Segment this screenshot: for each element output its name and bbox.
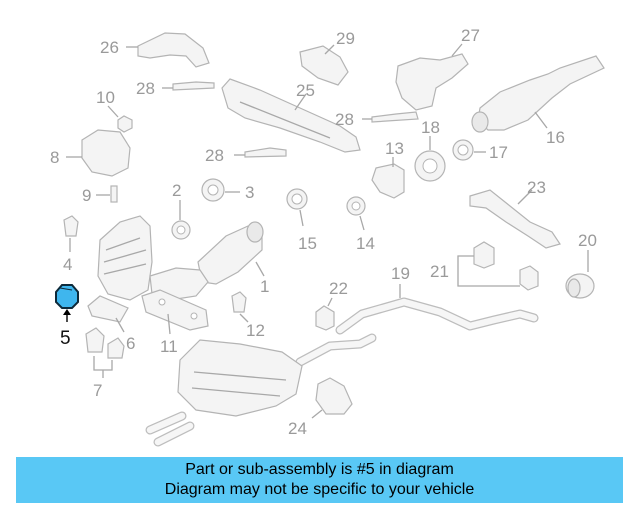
part-23-shield[interactable] [469, 189, 561, 249]
callout-28-a: 28 [136, 79, 155, 98]
part-3-gasket[interactable] [201, 178, 240, 202]
part-14-gasket[interactable] [346, 196, 366, 231]
callout-19: 19 [391, 264, 410, 283]
part-27-shield[interactable] [395, 43, 469, 111]
callout-27: 27 [461, 26, 480, 45]
part-rear-muffler[interactable] [145, 339, 303, 447]
part-6-gasket-plate[interactable] [87, 295, 129, 333]
part-26-heat-shield[interactable] [126, 32, 210, 68]
callout-21: 21 [430, 262, 449, 281]
callout-24: 24 [288, 419, 307, 438]
callout-23: 23 [527, 178, 546, 197]
callout-22: 22 [329, 279, 348, 298]
callout-15: 15 [298, 234, 317, 253]
part-16-front-pipe[interactable] [471, 55, 605, 133]
part-7-isolators[interactable] [85, 327, 125, 378]
part-28-strip-c[interactable] [234, 147, 287, 158]
callout-28-c: 28 [205, 146, 224, 165]
part-28-strip-a[interactable] [162, 81, 215, 91]
part-24-bracket[interactable] [311, 377, 353, 419]
part-4-bracket[interactable] [63, 215, 79, 252]
part-15-gasket[interactable] [286, 188, 308, 227]
part-28-strip-b[interactable] [362, 111, 419, 123]
part-19-intermediate-pipe[interactable] [295, 284, 539, 367]
callout-12: 12 [246, 321, 265, 340]
callout-14: 14 [356, 234, 375, 253]
part-converter-left[interactable] [97, 215, 153, 301]
callout-9: 9 [82, 186, 91, 205]
callout-28-b: 28 [335, 110, 354, 129]
part-21-hangers[interactable] [457, 241, 539, 291]
parts-diagram: 26 28 29 25 27 28 28 16 [50, 26, 605, 447]
callout-3: 3 [245, 183, 254, 202]
part-9-stud[interactable] [96, 185, 118, 203]
part-5-highlighted[interactable] [55, 284, 79, 322]
part-12-bolt[interactable] [231, 291, 249, 323]
part-20-clamp[interactable] [565, 250, 595, 299]
callout-6: 6 [126, 334, 135, 353]
part-13-clamp[interactable] [371, 157, 405, 199]
info-banner: Part or sub-assembly is #5 in diagram Di… [16, 457, 623, 503]
part-22-hanger[interactable] [315, 297, 335, 331]
callout-8: 8 [50, 148, 59, 167]
callout-18: 18 [421, 118, 440, 137]
callout-10: 10 [96, 88, 115, 107]
part-18-flange[interactable] [414, 136, 446, 182]
callout-20: 20 [578, 231, 597, 250]
part-8-cover[interactable] [66, 129, 131, 177]
callout-7: 7 [93, 381, 102, 400]
part-10-nut[interactable] [107, 105, 133, 133]
banner-line-1: Part or sub-assembly is #5 in diagram [185, 461, 454, 478]
callout-13: 13 [385, 139, 404, 158]
callout-16: 16 [546, 128, 565, 147]
part-1-catalytic-converter[interactable] [149, 221, 265, 301]
part-2-gasket[interactable] [171, 200, 191, 240]
banner-line-2: Diagram may not be specific to your vehi… [164, 481, 475, 498]
callout-11: 11 [160, 337, 178, 356]
callout-1: 1 [260, 277, 269, 296]
callout-26: 26 [100, 38, 119, 57]
callout-4: 4 [63, 255, 72, 274]
callout-17: 17 [489, 143, 508, 162]
part-17-gasket[interactable] [452, 139, 486, 161]
part-25-long-heat-shield[interactable] [221, 78, 361, 153]
part-11-flange[interactable] [141, 289, 209, 335]
callout-5: 5 [60, 328, 71, 349]
callout-2: 2 [172, 181, 181, 200]
callout-25: 25 [296, 81, 315, 100]
part-29-shield[interactable] [299, 44, 349, 86]
callout-29: 29 [336, 29, 355, 48]
